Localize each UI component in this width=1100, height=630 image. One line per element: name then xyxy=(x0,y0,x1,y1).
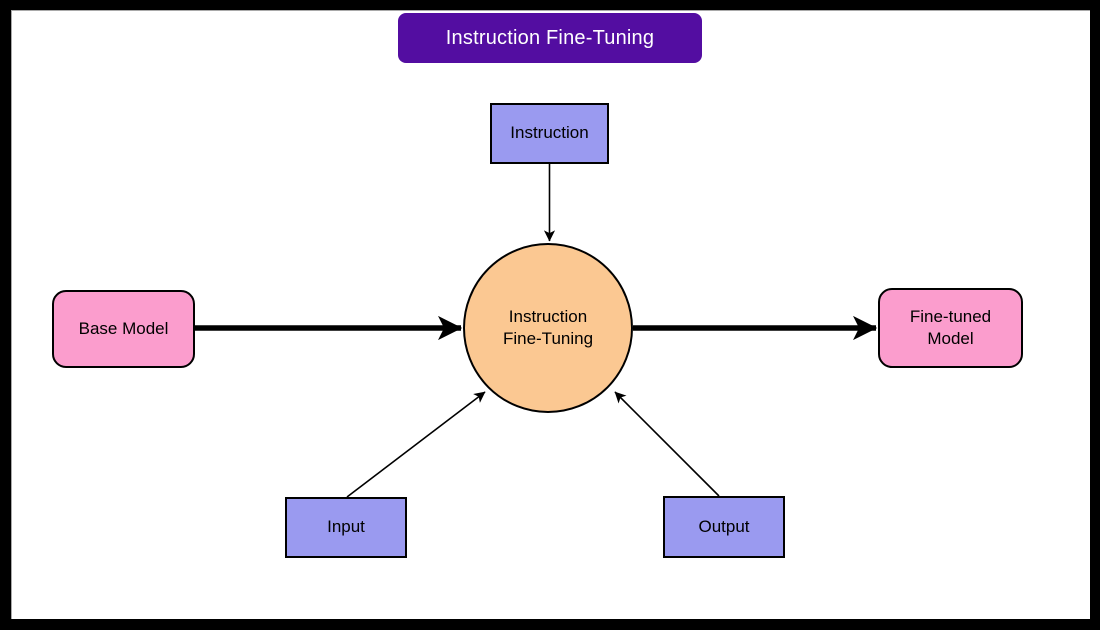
node-instruction-fine-tuning: Instruction Fine-Tuning xyxy=(463,243,633,413)
node-fine-tuned-model-label-line1: Fine-tuned xyxy=(909,306,992,326)
node-fine-tuned-model: Fine-tuned Model xyxy=(878,288,1023,368)
node-center-label-line1: Instruction xyxy=(508,306,588,326)
diagram-title: Instruction Fine-Tuning xyxy=(398,13,702,63)
node-input: Input xyxy=(285,497,407,558)
diagram-title-label: Instruction Fine-Tuning xyxy=(445,26,655,49)
node-base-model: Base Model xyxy=(52,290,195,368)
node-base-model-label: Base Model xyxy=(78,318,169,338)
node-input-label: Input xyxy=(327,517,365,537)
node-fine-tuned-model-label-line2: Model xyxy=(927,329,974,348)
node-output-label: Output xyxy=(698,516,750,536)
node-instruction-label: Instruction xyxy=(510,123,589,143)
node-center-label-line2: Fine-Tuning xyxy=(502,329,594,348)
node-output: Output xyxy=(663,496,785,558)
node-instruction: Instruction xyxy=(490,103,609,164)
